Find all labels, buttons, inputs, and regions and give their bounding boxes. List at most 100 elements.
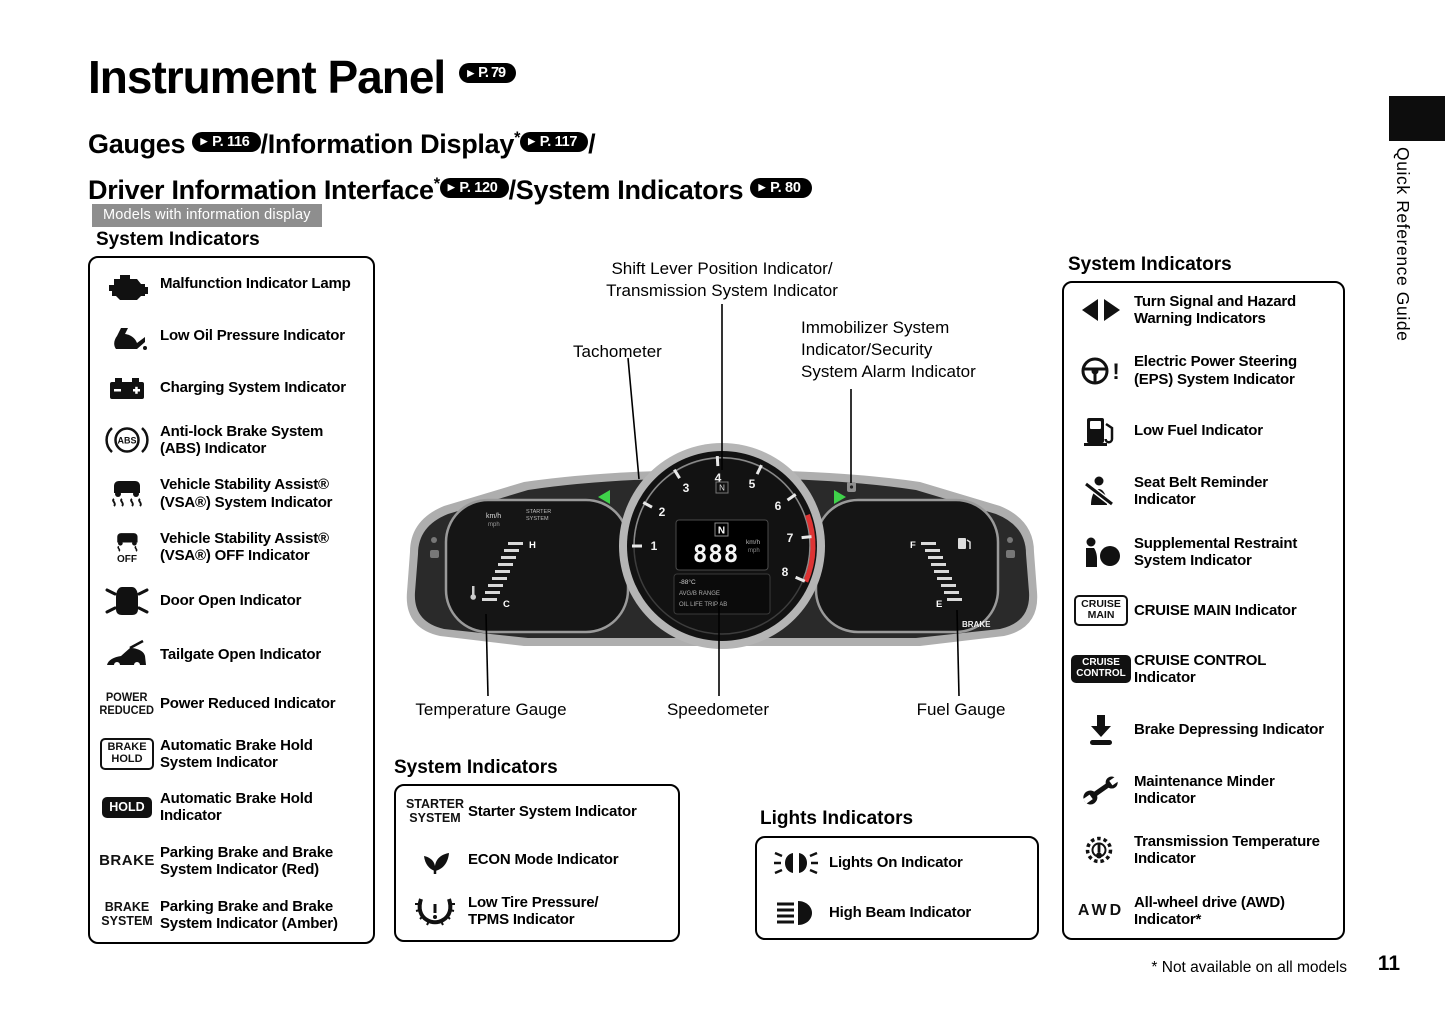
turn-arrow-left-icon [598,490,610,504]
lights-panel-header: Lights Indicators [760,808,914,829]
svg-text:5: 5 [749,477,756,491]
indicator-label: Door Open Indicator [160,592,302,610]
indicator-item: Low Tire Pressure/ TPMS Indicator [402,894,672,928]
indicator-item: Malfunction Indicator Lamp [94,268,369,300]
badge-text: CRUISE [1081,598,1121,611]
indicator-item: Seat Belt Reminder Indicator [1068,474,1339,508]
page-ref-badge[interactable]: ▶P. 79 [459,62,517,84]
svg-text:SYSTEM: SYSTEM [526,516,549,522]
subtitle: Gauges ▶P. 116/Information Display*▶P. 1… [88,118,812,210]
misc-telltale-glyphs [430,537,1015,558]
battery-icon [94,371,160,403]
page-ref-badge[interactable]: ▶P. 117 [520,131,589,153]
badge-text: SYSTEM [409,810,461,825]
callout-temperature-gauge: Temperature Gauge [415,700,567,719]
wrench-icon [1068,773,1134,807]
page-ref-badge[interactable]: ▶P. 80 [750,177,812,199]
badge-text: CRUISE [1082,657,1120,669]
indicator-label: ECON Mode Indicator [468,850,619,868]
indicator-label: Malfunction Indicator Lamp [160,275,351,293]
indicator-label: Maintenance Minder Indicator [1134,772,1275,807]
svg-text:OFF: OFF [117,554,137,564]
svg-text:7: 7 [787,531,794,545]
temperature-gauge-bars: km/h mph STARTER SYSTEM H C [470,509,551,610]
svg-text:C: C [503,599,510,610]
indicator-label: Charging System Indicator [160,378,346,396]
indicator-item: ECON Mode Indicator [402,842,672,876]
indicator-label: Power Reduced Indicator [160,695,336,713]
badge-text: BRAKE [107,740,147,753]
indicator-label: CRUISE MAIN Indicator [1134,601,1297,619]
indicator-label: Anti-lock Brake System (ABS) Indicator [160,422,324,457]
page-ref-arrow-icon: ▶ [758,182,766,193]
indicator-item: ABS Anti-lock Brake System (ABS) Indicat… [94,423,369,457]
left-panel-header: System Indicators [96,229,260,250]
indicator-label: Transmission Temperature Indicator [1134,833,1320,868]
right-pod [814,498,1000,634]
page-ref-text: P. 79 [478,64,506,81]
indicator-item: Door Open Indicator [94,584,369,618]
indicator-label: Supplemental Restraint System Indicator [1134,534,1298,569]
info-display: -88°C AVG/B RANGE OIL LIFE TRIP AB [673,573,771,615]
page-ref-text: P. 117 [539,133,578,150]
indicator-label: All-wheel drive (AWD) Indicator* [1134,893,1285,928]
subtitle-text: /System Indicators [508,175,751,205]
oil-can-icon [94,320,160,352]
indicator-item: Transmission Temperature Indicator [1068,833,1339,867]
indicator-label: Tailgate Open Indicator [160,645,321,663]
cruise-control-badge: CRUISE CONTROL [1068,655,1134,683]
indicator-label: Turn Signal and Hazard Warning Indicator… [1134,293,1297,328]
lights-indicator-panel: Lights On Indicator High Beam Indicator [755,836,1039,940]
badge-text: HOLD [111,752,143,765]
page-number: 11 [1377,952,1400,975]
indicator-item: POWER REDUCED Power Reduced Indicator [94,691,369,717]
page-title: Instrument Panel ▶P. 79 [88,50,517,104]
indicator-label: Low Tire Pressure/ TPMS Indicator [468,893,599,928]
badge-text: REDUCED [99,703,155,718]
indicator-item: Charging System Indicator [94,371,369,403]
right-panel-header: System Indicators [1068,254,1232,275]
indicator-item: BRAKE Parking Brake and Brake System Ind… [94,844,369,878]
door-open-icon [94,584,160,618]
callout-shift-lever: Shift Lever Position Indicator/ Transmis… [606,259,838,300]
svg-text:BRAKE: BRAKE [962,620,991,629]
tpms-icon [402,894,468,928]
indicator-item: BRAKE SYSTEM Parking Brake and Brake Sys… [94,898,369,932]
page-ref-arrow-icon: ▶ [200,136,208,147]
indicator-item: Low Oil Pressure Indicator [94,320,369,352]
instrument-cluster-illustration: 1 2 3 4 5 6 7 8 N N 888 km/h mph -88°C A… [406,443,1038,649]
indicator-label: Automatic Brake Hold System Indicator [160,736,313,771]
indicator-label: Electric Power Steering (EPS) System Ind… [1134,353,1297,388]
callout-tachometer: Tachometer [573,342,662,361]
starter-system-badge: STARTER SYSTEM [402,797,468,825]
svg-text:1: 1 [651,539,658,553]
shift-position-glyph: N [719,484,725,493]
srs-airbag-icon [1068,535,1134,569]
svg-text:km/h: km/h [486,513,501,520]
low-fuel-icon [1068,414,1134,448]
lights-on-icon [763,846,829,880]
center-panel-header: System Indicators [394,757,558,778]
fuel-gauge-bars: F E BRAKE [910,538,991,629]
indicator-item: ! Electric Power Steering (EPS) System I… [1068,353,1339,388]
subtitle-text: / [588,129,596,159]
svg-text:OIL LIFE TRIP AB: OIL LIFE TRIP AB [679,602,727,608]
callout-speedometer: Speedometer [666,700,770,719]
indicator-item: Low Fuel Indicator [1068,414,1339,448]
speed-display: N 888 km/h mph [675,519,769,571]
econ-leaf-icon [402,842,468,876]
power-reduced-badge: POWER REDUCED [94,691,160,717]
callout-fuel-gauge: Fuel Gauge [916,700,1006,719]
svg-text:F: F [910,540,916,551]
transmission-temperature-icon [1068,833,1134,867]
brake-system-badge: BRAKE SYSTEM [94,901,160,928]
page-ref-badge[interactable]: ▶ P. 116 [192,131,261,153]
page-ref-text: P. 116 [212,133,250,150]
page-ref-badge[interactable]: ▶P. 120 [439,177,509,199]
indicator-item: BRAKE HOLD Automatic Brake Hold System I… [94,737,369,771]
chapter-tab [1389,96,1445,141]
svg-text:!: ! [1112,359,1119,384]
asterisk: * [433,175,440,193]
badge-text: CONTROL [1076,668,1126,680]
